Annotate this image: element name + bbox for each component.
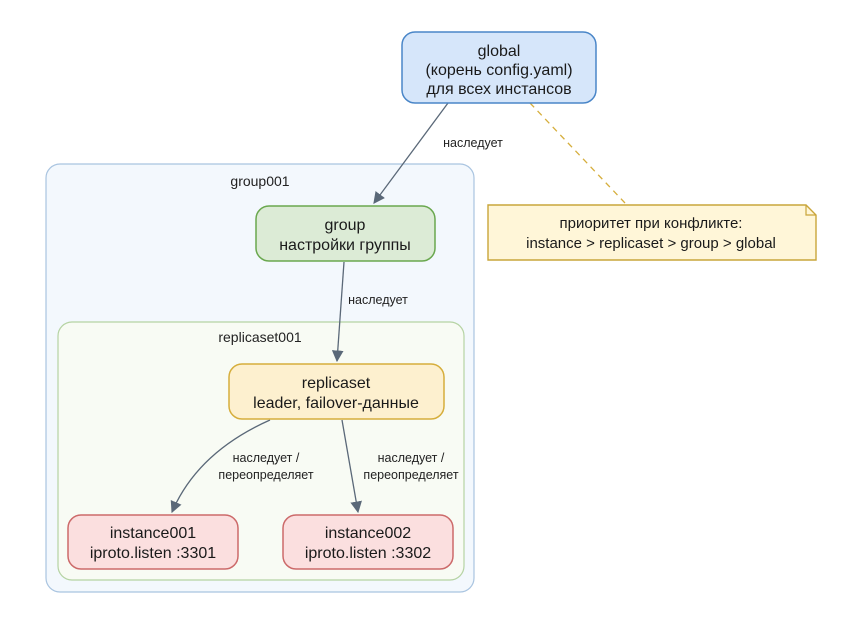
node-replicaset-line1: replicaset [302,375,371,392]
edge-label-rs-inst002-line1: наследует / [378,451,445,465]
edge-label-rs-inst001-line1: наследует / [233,451,300,465]
note-box [487,204,817,261]
edge-replicaset-instance001 [170,419,271,514]
node-global-line2: (корень config.yaml) [425,62,572,79]
node-group [255,205,436,262]
edge-replicaset-instance002 [341,419,362,514]
edge-label-rs-inst002-line2: переопределяет [363,468,458,482]
node-group-line1: group [325,217,366,234]
edge-global-note [529,102,626,204]
cluster-replicaset001-label: replicaset001 [218,329,301,345]
cluster-group001-label: group001 [230,173,289,189]
node-replicaset [228,363,445,420]
node-global-line3: для всех инстансов [426,81,571,98]
edge-label-global-group: наследует [443,136,503,150]
node-group-line2: настройки группы [279,237,411,254]
edge-label-group-replicaset: наследует [348,293,408,307]
node-global [401,31,597,104]
note-line2: instance > replicaset > group > global [526,235,776,252]
node-instance001-line2: iproto.listen :3301 [90,545,216,562]
node-instance001 [67,514,239,570]
note-line1: приоритет при конфликте: [560,215,743,232]
node-instance002 [282,514,454,570]
node-instance002-line1: instance002 [325,525,411,542]
edge-group-replicaset [331,261,345,363]
note-fold [805,205,816,216]
node-instance002-line2: iproto.listen :3302 [305,545,431,562]
node-global-line1: global [478,43,521,60]
node-instance001-line1: instance001 [110,525,196,542]
node-replicaset-line2: leader, failover-данные [253,395,419,412]
edge-global-group [373,102,449,204]
edge-label-rs-inst001-line2: переопределяет [218,468,313,482]
